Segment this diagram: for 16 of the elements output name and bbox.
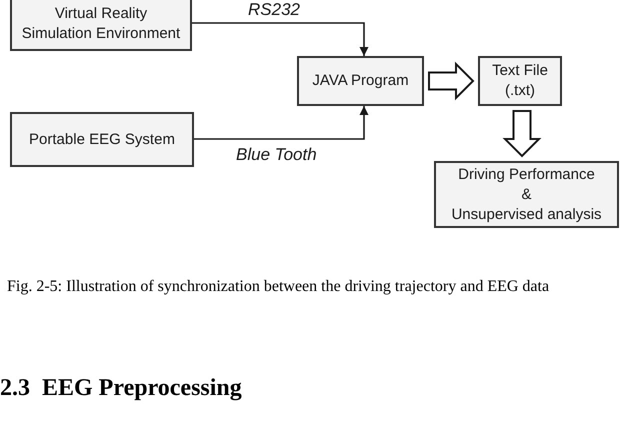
box-label: Driving Performance & Unsupervised analysis [451, 164, 602, 224]
process-box [434, 161, 619, 228]
figure-caption: Fig. 2-5: Illustration of synchronization between the driving trajectory and EEG data [7, 277, 550, 296]
box-label: JAVA Program [312, 71, 409, 91]
block-arrow [502, 110, 542, 158]
arrow [192, 22, 368, 56]
process-box [478, 56, 562, 106]
process-box [297, 56, 424, 106]
process-box [10, 112, 194, 167]
box-label: Portable EEG System [29, 130, 175, 150]
process-box [10, 0, 192, 51]
block-arrow [428, 62, 474, 100]
box-label: Virtual Reality Simulation Environment [22, 4, 180, 44]
box-label: Text File (.txt) [492, 61, 548, 101]
section-heading: 2.3 EEG Preprocessing [0, 374, 242, 402]
arrow [194, 106, 368, 140]
